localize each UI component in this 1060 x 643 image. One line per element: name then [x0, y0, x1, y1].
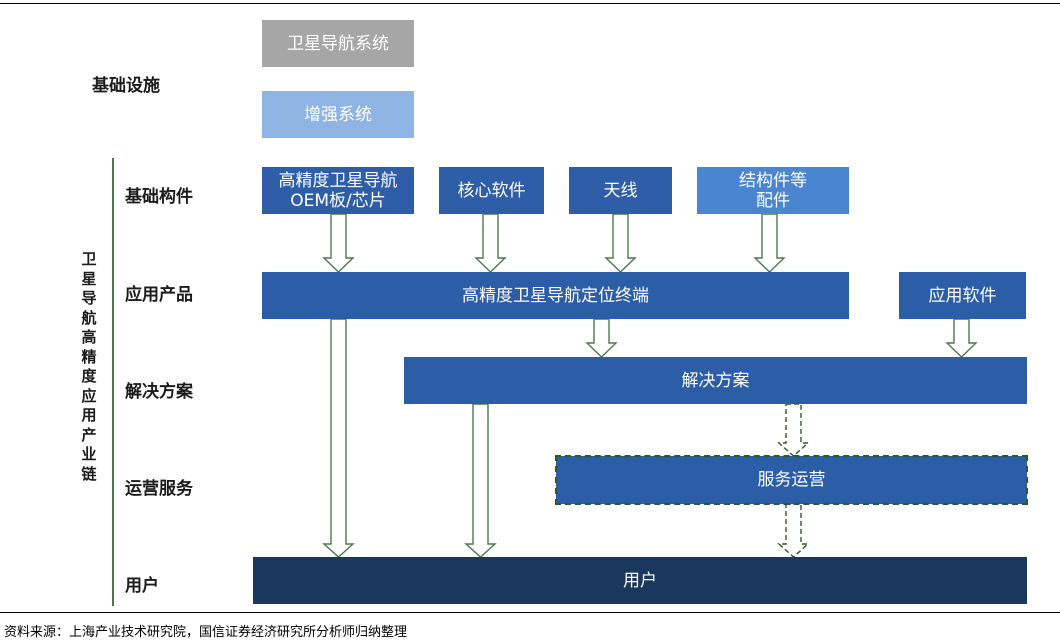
arrow-structural-to-terminal	[753, 213, 786, 273]
box-oem-line2: OEM板/芯片	[290, 190, 386, 211]
box-augmentation-system-text: 增强系统	[304, 104, 372, 125]
box-antenna: 天线	[569, 167, 672, 214]
chain-bracket-line	[112, 158, 114, 606]
box-application-software-text: 应用软件	[928, 285, 997, 306]
box-core-software: 核心软件	[439, 167, 544, 214]
top-rule	[0, 3, 1060, 4]
box-service-operations-text: 服务运营	[757, 470, 826, 490]
arrow-antenna-to-terminal	[604, 213, 637, 273]
box-satellite-navigation-system-text: 卫星导航系统	[287, 33, 389, 54]
box-user-text: 用户	[623, 570, 657, 591]
box-structural-line1: 结构件等	[739, 170, 807, 191]
box-solution: 解决方案	[404, 357, 1027, 404]
box-augmentation-system: 增强系统	[262, 91, 414, 138]
box-positioning-terminal: 高精度卫星导航定位终端	[262, 272, 849, 319]
arrow-software-to-terminal	[474, 213, 507, 273]
box-core-software-text: 核心软件	[457, 180, 526, 201]
arrow-service-to-user-dashed	[777, 503, 810, 558]
box-solution-text: 解决方案	[681, 370, 750, 391]
arrow-solution-to-user	[464, 403, 497, 558]
box-oem-board-chip: 高精度卫星导航 OEM板/芯片	[262, 167, 414, 214]
arrow-oem-to-terminal	[322, 213, 355, 273]
box-user: 用户	[253, 557, 1027, 604]
label-infrastructure: 基础设施	[92, 76, 160, 96]
arrow-appsoftware-to-solution	[945, 318, 978, 358]
box-positioning-terminal-text: 高精度卫星导航定位终端	[462, 285, 649, 306]
arrow-terminal-to-user	[322, 318, 355, 558]
arrow-terminal-to-solution	[585, 318, 618, 358]
bottom-rule	[0, 612, 1060, 613]
box-satellite-navigation-system: 卫星导航系统	[262, 20, 414, 67]
label-components: 基础构件	[125, 187, 193, 207]
box-oem-line1: 高精度卫星导航	[278, 170, 398, 191]
box-structural-parts: 结构件等 配件	[697, 167, 849, 214]
box-service-operations: 服务运营	[555, 455, 1028, 505]
label-products: 应用产品	[125, 285, 193, 305]
box-structural-line2: 配件	[756, 190, 790, 211]
chain-title: 卫星导航高精度应用产业链	[81, 250, 97, 483]
source-note: 资料来源：上海产业技术研究院，国信证券经济研究所分析师归纳整理	[4, 625, 408, 640]
box-application-software: 应用软件	[899, 272, 1026, 319]
label-operations: 运营服务	[125, 479, 193, 499]
label-solutions: 解决方案	[125, 382, 193, 402]
box-antenna-text: 天线	[603, 180, 638, 201]
arrow-solution-to-service-dashed	[777, 403, 810, 457]
label-users: 用户	[125, 576, 159, 596]
